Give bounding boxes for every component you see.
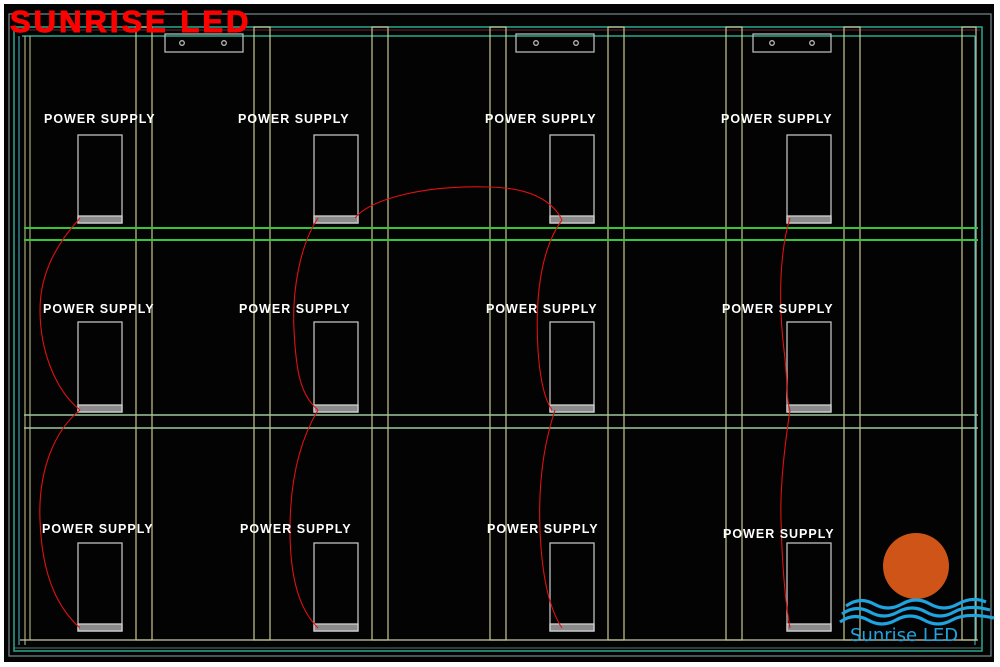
sunrise-logo-icon [839, 533, 995, 626]
power-supply-label-r1c4: POWER SUPPLY [721, 112, 833, 126]
power-supply-box [549, 321, 595, 413]
power-supply-label-r2c3: POWER SUPPLY [486, 302, 598, 316]
power-supply-box [786, 321, 832, 413]
terminal-block [549, 215, 595, 224]
cabinet-board [4, 4, 994, 662]
power-supply-box [313, 542, 359, 632]
power-supply-label-r2c4: POWER SUPPLY [722, 302, 834, 316]
terminal-block [77, 404, 123, 413]
terminal-block [313, 404, 359, 413]
terminal-block [786, 215, 832, 224]
power-supply-label-r1c1: POWER SUPPLY [44, 112, 156, 126]
power-supply-label-r1c3: POWER SUPPLY [485, 112, 597, 126]
power-supply-box [77, 542, 123, 632]
power-supply-box [77, 134, 123, 224]
terminal-block [786, 404, 832, 413]
power-supply-box [549, 134, 595, 224]
terminal-block [549, 623, 595, 632]
power-supply-label-r3c1: POWER SUPPLY [42, 522, 154, 536]
logo-text: Sunrise LED [850, 625, 959, 646]
terminal-block [77, 215, 123, 224]
power-supply-box [313, 134, 359, 224]
power-supply-box [77, 321, 123, 413]
terminal-block [549, 404, 595, 413]
terminal-block [786, 623, 832, 632]
brand-title: SUNRISE LED [9, 4, 252, 40]
power-supply-box [313, 321, 359, 413]
power-supply-box [786, 134, 832, 224]
power-supply-label-r2c2: POWER SUPPLY [239, 302, 351, 316]
terminal-block [313, 215, 359, 224]
power-supply-label-r3c4: POWER SUPPLY [723, 527, 835, 541]
terminal-block [313, 623, 359, 632]
power-supply-label-r1c2: POWER SUPPLY [238, 112, 350, 126]
terminal-block [77, 623, 123, 632]
power-supply-label-r2c1: POWER SUPPLY [43, 302, 155, 316]
power-supply-box [786, 542, 832, 632]
power-supply-label-r3c2: POWER SUPPLY [240, 522, 352, 536]
power-supply-label-r3c3: POWER SUPPLY [487, 522, 599, 536]
